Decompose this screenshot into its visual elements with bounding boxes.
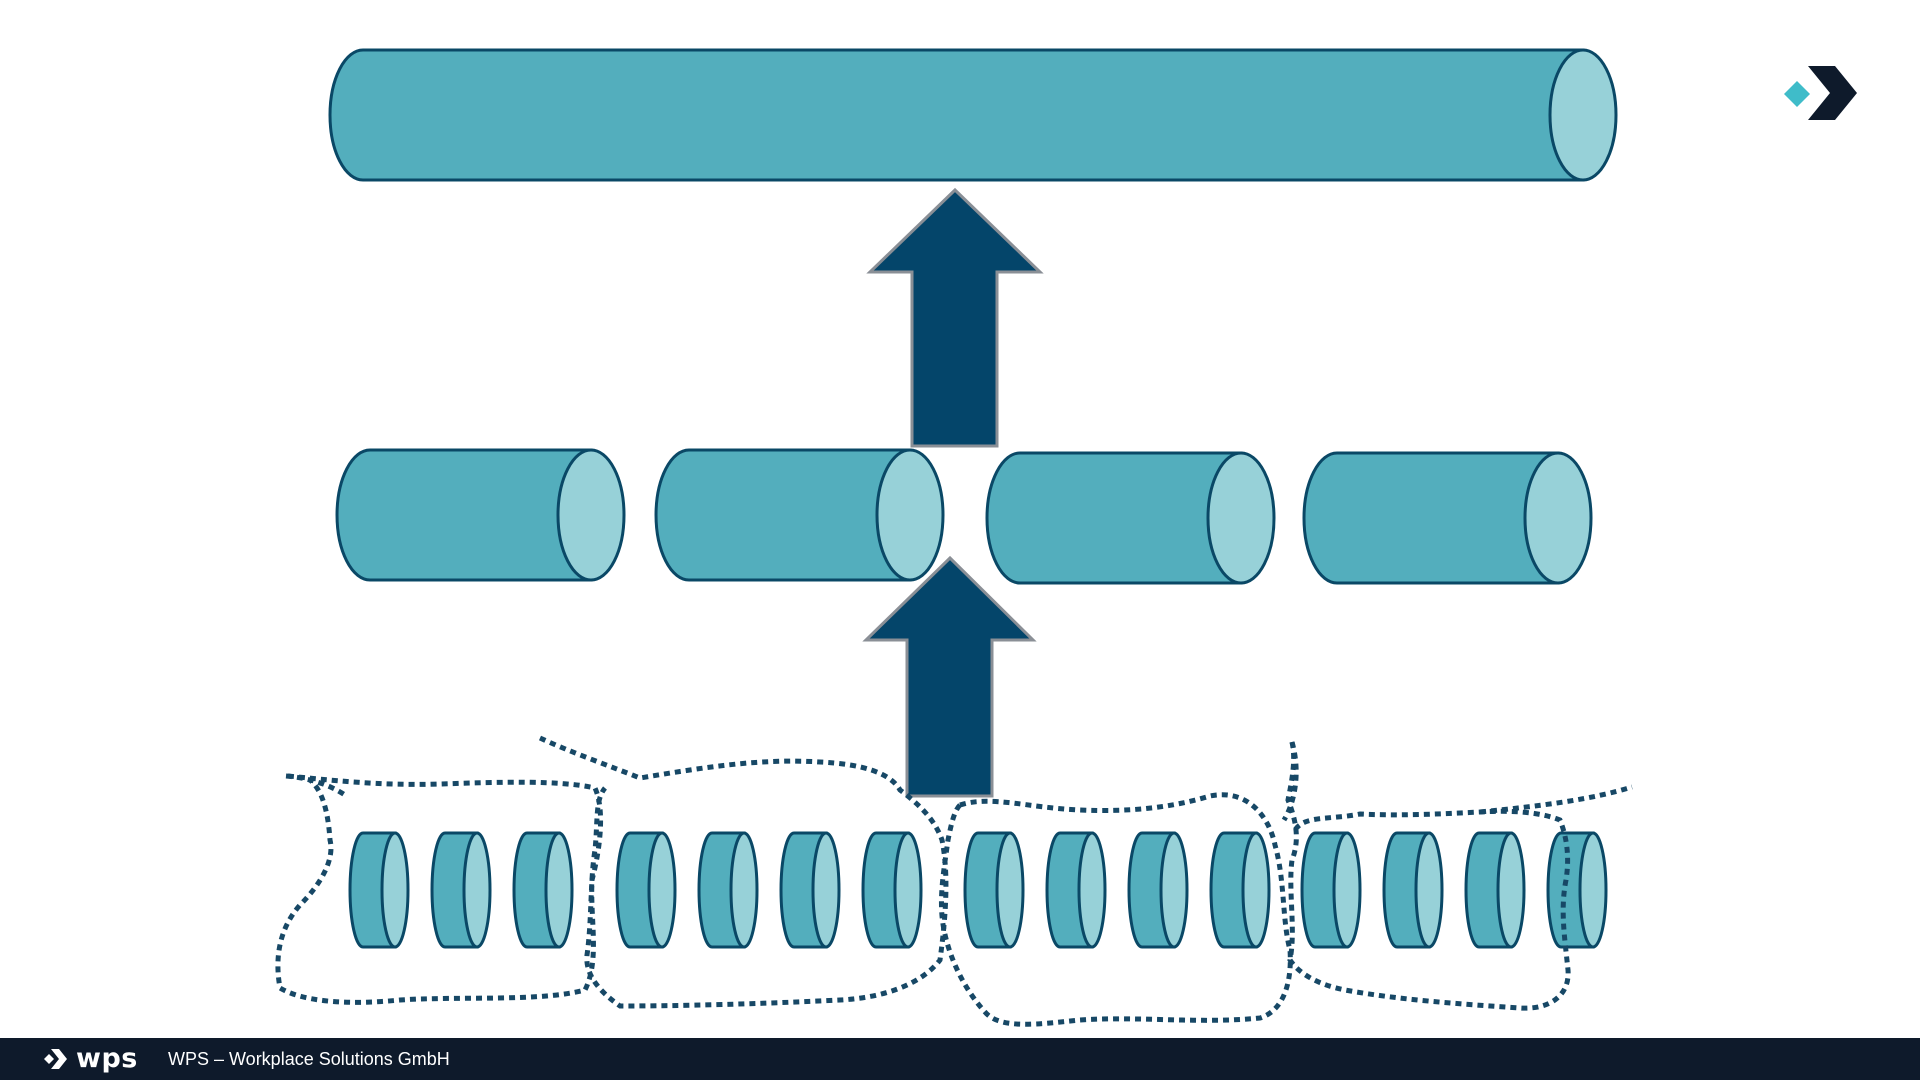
middle-cylinder-3	[985, 451, 1276, 585]
cylinder-cap	[811, 831, 841, 949]
cylinder-body	[1302, 451, 1560, 585]
cylinder-cap	[1523, 451, 1593, 585]
boundary-stray-left	[285, 773, 347, 798]
cylinder-cap	[1496, 831, 1526, 949]
small-cylinder	[1464, 831, 1526, 949]
up-arrow-lower	[862, 555, 1037, 798]
small-cylinder	[1209, 831, 1271, 949]
small-cylinder	[1300, 831, 1362, 949]
footer-logo-text: wps	[76, 1043, 138, 1074]
cylinder-cap	[1206, 451, 1276, 585]
footer-bar: wps WPS – Workplace Solutions GmbH	[0, 1038, 1920, 1080]
chevron-icon	[1808, 66, 1857, 120]
small-cylinder	[512, 831, 574, 949]
middle-cylinder-1	[335, 448, 626, 582]
small-cylinder	[963, 831, 1025, 949]
corner-logo	[1784, 66, 1857, 120]
cylinder-cap	[647, 831, 677, 949]
cylinder-cap	[544, 831, 574, 949]
footer-logo: wps	[42, 1044, 138, 1074]
top-level-cylinder	[328, 48, 1618, 182]
small-cylinder	[1045, 831, 1107, 949]
small-cylinder	[1382, 831, 1444, 949]
cylinder-cap	[875, 448, 945, 582]
cylinder-body	[328, 48, 1585, 182]
cylinder-cap	[1077, 831, 1107, 949]
group-boundary-2	[538, 735, 949, 1009]
cylinder-cap	[1414, 831, 1444, 949]
small-cylinder	[1127, 831, 1189, 949]
small-cylinder	[430, 831, 492, 949]
chevron-right-diamond-icon	[44, 1049, 67, 1069]
cylinder-cap	[729, 831, 759, 949]
middle-cylinder-4	[1302, 451, 1593, 585]
boundary-stray-top	[1281, 741, 1299, 822]
middle-cylinder-2	[654, 448, 945, 582]
group-boundary-1	[275, 773, 604, 1005]
cylinder-cap	[1159, 831, 1189, 949]
small-cylinder	[861, 831, 923, 949]
grouping-boundaries	[275, 735, 1633, 1027]
small-cylinder	[615, 831, 677, 949]
cylinder-cap	[1332, 831, 1362, 949]
bottom-level-cylinders	[348, 831, 1608, 949]
up-arrow-upper	[866, 187, 1044, 448]
small-cylinder	[1546, 831, 1608, 949]
cylinder-body	[985, 451, 1243, 585]
small-cylinder	[779, 831, 841, 949]
cylinder-cap	[995, 831, 1025, 949]
boundary-stray-right	[1479, 784, 1633, 815]
cylinder-cap	[1578, 831, 1608, 949]
cylinder-body	[335, 448, 593, 582]
small-cylinder	[697, 831, 759, 949]
cylinder-cap	[1548, 48, 1618, 182]
diamond-icon	[1784, 81, 1810, 107]
group-boundary-4	[1285, 741, 1571, 1011]
cylinder-cap	[462, 831, 492, 949]
small-cylinder	[348, 831, 410, 949]
cylinder-cap	[380, 831, 410, 949]
cylinder-cap	[1241, 831, 1271, 949]
cylinder-body	[654, 448, 912, 582]
cylinder-cap	[893, 831, 923, 949]
cylinder-cap	[556, 448, 626, 582]
footer-company-name: WPS – Workplace Solutions GmbH	[168, 1049, 450, 1069]
